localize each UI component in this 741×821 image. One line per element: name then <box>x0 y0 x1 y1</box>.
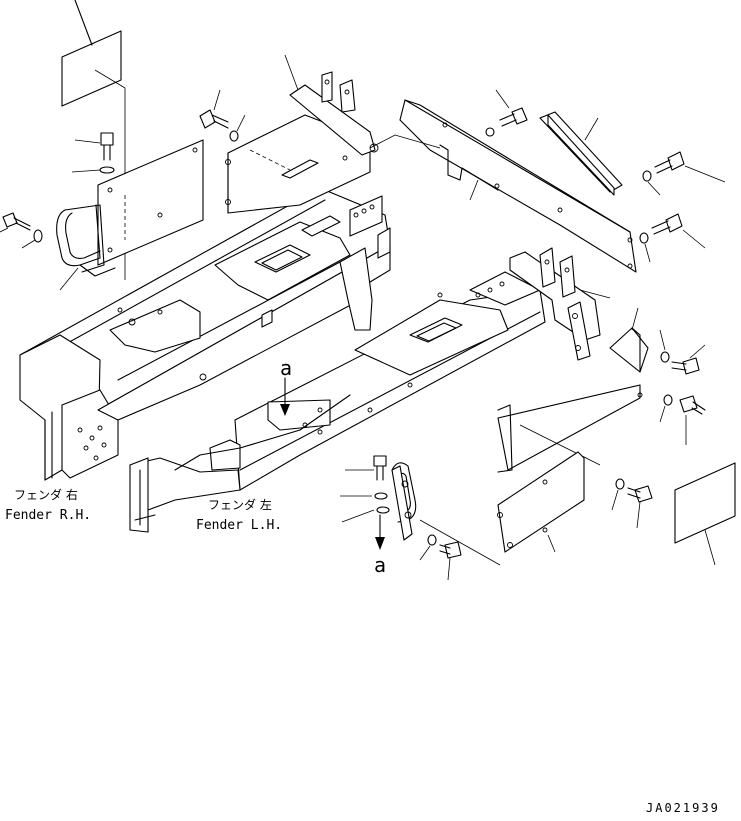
mark-a-lower: a <box>374 553 386 577</box>
side-cover-left <box>97 139 204 266</box>
bolt-right-3 <box>659 329 706 375</box>
side-cover-right-upper <box>497 384 643 473</box>
bracket-small-right <box>609 307 649 373</box>
fender-rh-label-jp: フェンダ 右 <box>14 487 78 502</box>
fender-rh-frame <box>19 187 391 481</box>
handrail-lower-center <box>391 462 501 566</box>
bolt-top-center-right <box>485 89 528 137</box>
arrow-a-upper: a <box>280 356 292 416</box>
bolt-top-center-left <box>199 89 246 142</box>
bolt-right-4 <box>659 394 706 445</box>
cover-plate-upper-right <box>369 99 637 273</box>
mark-a-upper: a <box>280 356 292 380</box>
arrow-a-lower: a <box>374 514 386 577</box>
bolt-right-1 <box>642 151 726 196</box>
label-plate-right <box>674 462 736 566</box>
handrail-left <box>56 204 116 291</box>
bracket-right-center <box>509 247 611 361</box>
drawing-code: JA021939 <box>646 801 720 815</box>
cover-plate-center-upper <box>225 54 379 214</box>
fender-lh-label-en: Fender L.H. <box>196 518 282 533</box>
bolt-right-2 <box>639 213 706 263</box>
fender-rh-label-en: Fender R.H. <box>5 508 91 523</box>
plate-small-upper-right <box>539 111 623 196</box>
bolt-lower-right <box>611 478 653 529</box>
bolt-lower-center-right <box>419 534 462 581</box>
fender-lh-frame <box>129 271 546 533</box>
fender-lh-label-jp: フェンダ 左 <box>208 497 272 512</box>
bolt-lower-center-left <box>340 455 390 523</box>
bolt-top-left <box>71 132 115 174</box>
side-cover-right-lower <box>497 451 585 553</box>
bolt-far-left <box>0 212 43 249</box>
